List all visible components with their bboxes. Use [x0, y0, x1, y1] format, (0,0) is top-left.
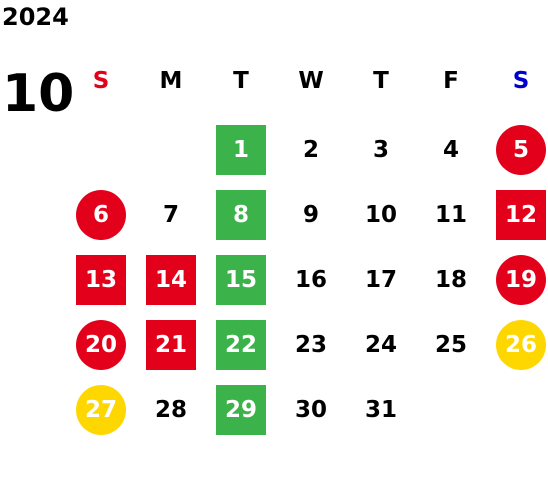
- calendar-day[interactable]: 4: [442, 137, 459, 163]
- calendar-day[interactable]: 27: [76, 385, 126, 435]
- calendar-day[interactable]: 19: [496, 255, 546, 305]
- calendar-day[interactable]: 8: [216, 190, 266, 240]
- calendar-day[interactable]: 5: [496, 125, 546, 175]
- calendar-day[interactable]: 18: [434, 267, 467, 293]
- calendar-day[interactable]: 31: [364, 397, 397, 423]
- calendar-day[interactable]: 15: [216, 255, 266, 305]
- calendar-day[interactable]: 7: [162, 202, 179, 228]
- calendar-day[interactable]: 1: [216, 125, 266, 175]
- calendar-day[interactable]: 16: [294, 267, 327, 293]
- year-label: 2024: [2, 3, 69, 31]
- weekday-header: S: [512, 68, 530, 94]
- weekday-header: W: [298, 68, 324, 94]
- calendar-day[interactable]: 9: [302, 202, 319, 228]
- calendar-day[interactable]: 30: [294, 397, 327, 423]
- weekday-header: F: [443, 68, 459, 94]
- calendar-day[interactable]: 26: [496, 320, 546, 370]
- weekday-header: T: [233, 68, 249, 94]
- calendar-day[interactable]: 11: [434, 202, 467, 228]
- calendar-day[interactable]: 14: [146, 255, 196, 305]
- calendar-day[interactable]: 28: [154, 397, 187, 423]
- calendar-day[interactable]: 25: [434, 332, 467, 358]
- calendar-day[interactable]: 23: [294, 332, 327, 358]
- calendar-day[interactable]: 24: [364, 332, 397, 358]
- weekday-header: T: [373, 68, 389, 94]
- calendar-day[interactable]: 10: [364, 202, 397, 228]
- weekday-header: M: [159, 68, 183, 94]
- calendar-day[interactable]: 22: [216, 320, 266, 370]
- calendar-day[interactable]: 20: [76, 320, 126, 370]
- month-label: 10: [2, 64, 75, 124]
- calendar-day[interactable]: 6: [76, 190, 126, 240]
- calendar-day[interactable]: 17: [364, 267, 397, 293]
- calendar-day[interactable]: 29: [216, 385, 266, 435]
- calendar-day[interactable]: 13: [76, 255, 126, 305]
- weekday-header: S: [92, 68, 110, 94]
- calendar-day[interactable]: 3: [372, 137, 389, 163]
- calendar-day[interactable]: 21: [146, 320, 196, 370]
- calendar-day[interactable]: 2: [302, 137, 319, 163]
- calendar-day[interactable]: 12: [496, 190, 546, 240]
